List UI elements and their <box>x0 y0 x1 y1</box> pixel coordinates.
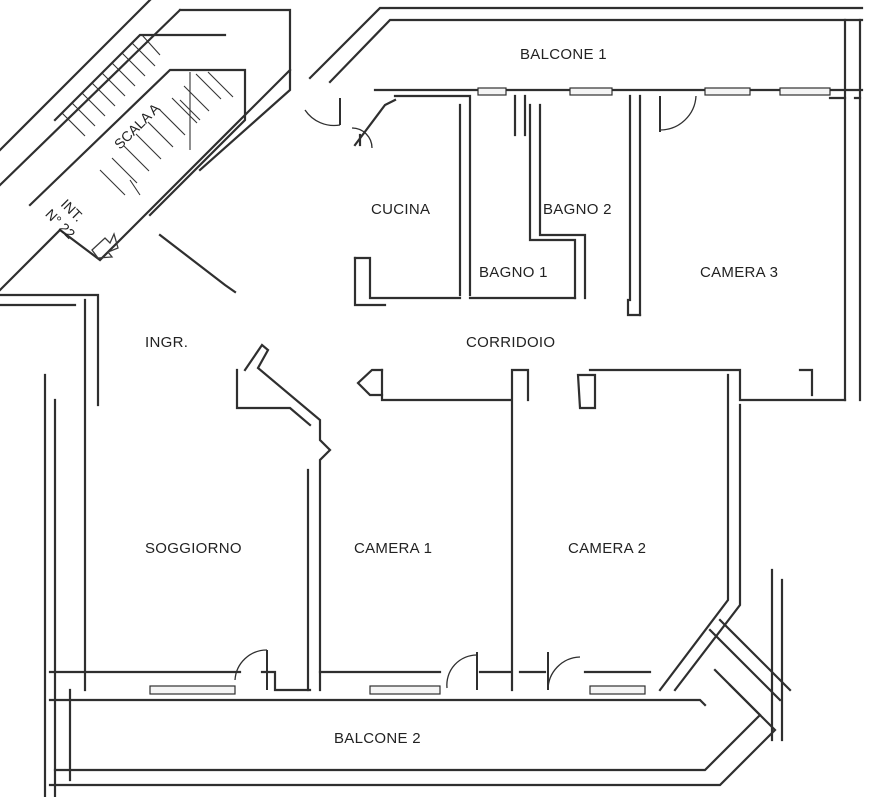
room-label-camera-3: CAMERA 3 <box>700 264 778 281</box>
door-soggiorno-balcony <box>234 649 268 681</box>
balcony-2-label: BALCONE 2 <box>334 730 421 747</box>
room-label-bagno-2: BAGNO 2 <box>543 201 612 218</box>
window-camera-3-right <box>779 87 831 96</box>
unit-label: INT. N° 22 <box>42 196 86 242</box>
window-bagno-1 <box>477 87 507 96</box>
window-soggiorno <box>149 685 236 695</box>
stairwell: SCALA A INT. N° 22 <box>0 0 292 292</box>
room-label-soggiorno: SOGGIORNO <box>145 540 242 557</box>
window-camera-3-left <box>704 87 751 96</box>
walls <box>0 94 862 797</box>
door-camera-1-balcony <box>446 654 478 689</box>
door-camera-3 <box>659 95 697 131</box>
room-label-camera-2: CAMERA 2 <box>568 540 646 557</box>
entry-arrow-icon <box>91 232 119 259</box>
room-label-bagno-1: BAGNO 1 <box>479 264 548 281</box>
stairs-label: SCALA A <box>111 100 164 153</box>
door-balcone-1-entry <box>304 109 341 127</box>
room-label-ingresso: INGR. <box>145 334 188 351</box>
stair-treads <box>61 34 234 196</box>
room-label-camera-1: CAMERA 1 <box>354 540 432 557</box>
door-cucina <box>351 127 373 149</box>
window-camera-1 <box>369 685 441 695</box>
window-bagno-2 <box>569 87 613 96</box>
balcony-1-label: BALCONE 1 <box>520 46 607 63</box>
room-label-corridoio: CORRIDOIO <box>466 334 555 351</box>
balcony-1: BALCONE 1 <box>308 6 864 402</box>
door-camera-2-balcony <box>547 656 581 691</box>
doors <box>234 95 697 691</box>
room-label-cucina: CUCINA <box>371 201 430 218</box>
window-camera-2 <box>589 685 646 695</box>
